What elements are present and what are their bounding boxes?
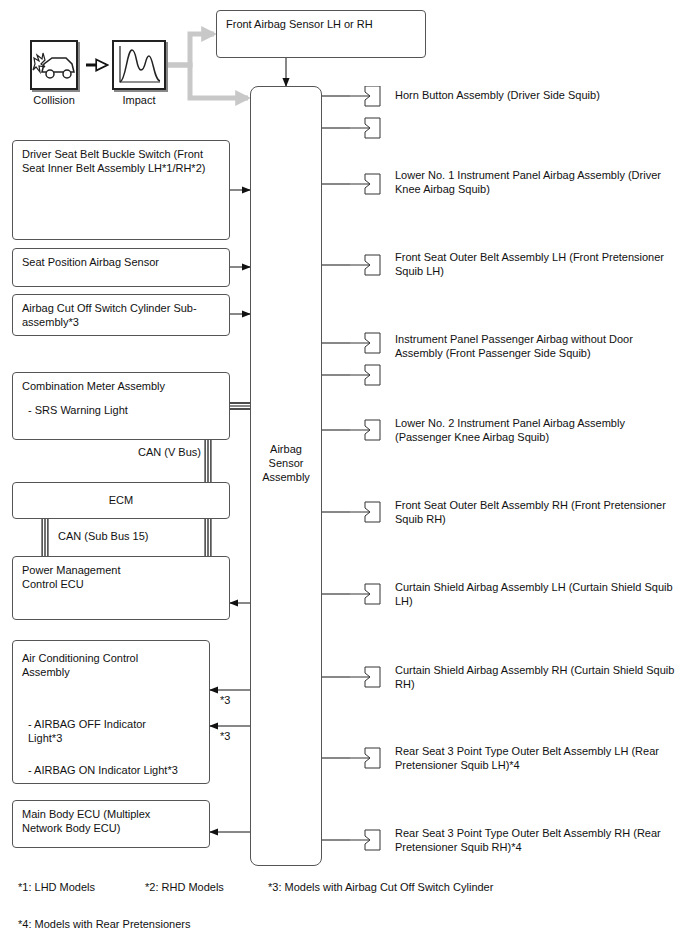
signal-line [322, 594, 350, 595]
squib-connector: Horn Button Assembly (Driver Side Squib) [350, 86, 682, 141]
node-label: Driver Seat Belt Buckle Switch (Front Se… [22, 147, 207, 175]
squib-connector: Front Seat Outer Belt Assembly RH (Front… [350, 496, 682, 530]
squib-connector: Instrument Panel Passenger Airbag withou… [350, 330, 682, 388]
signal-line [322, 343, 350, 344]
squib-symbol [350, 742, 390, 812]
component-label: Front Seat Outer Belt Assembly LH (Front… [395, 250, 682, 278]
squib-connector: Lower No. 1 Instrument Panel Airbag Asse… [350, 166, 682, 200]
signal-line [230, 267, 250, 268]
signal-line [322, 677, 350, 678]
squib-symbol [350, 414, 390, 484]
node-label: Air Conditioning Control Assembly [22, 651, 172, 679]
signal-line [322, 184, 350, 185]
squib-connector: Front Seat Outer Belt Assembly LH (Front… [350, 248, 682, 282]
squib-connector: Curtain Shield Airbag Assembly RH (Curta… [350, 661, 682, 695]
ecu-box: Air Conditioning Control Assembly - AIRBA… [12, 640, 210, 784]
node-label: Seat Position Airbag Sensor [22, 255, 220, 269]
footnote: *3: Models with Airbag Cut Off Switch Cy… [268, 880, 493, 894]
node-label: Main Body ECU (Multiplex Network Body EC… [22, 807, 172, 835]
squib-connector: Curtain Shield Airbag Assembly LH (Curta… [350, 578, 682, 612]
squib-symbol [350, 661, 390, 731]
signal-line [322, 128, 350, 129]
signal-line [210, 832, 250, 833]
impact-icon-box: Impact [112, 40, 166, 90]
signal-line [322, 430, 350, 431]
footnote: *4: Models with Rear Pretensioners [18, 917, 190, 931]
signal-line [230, 190, 250, 191]
signal-line [230, 314, 250, 315]
ecu-box: Main Body ECU (Multiplex Network Body EC… [12, 800, 210, 848]
squib-connector: Rear Seat 3 Point Type Outer Belt Assemb… [350, 824, 682, 858]
can-bus-line [45, 519, 46, 556]
squib-symbol [350, 166, 390, 236]
connector-label: CAN (V Bus) [136, 446, 203, 459]
impact-graph-icon [114, 42, 164, 88]
signal-line [322, 375, 350, 376]
component-label: Rear Seat 3 Point Type Outer Belt Assemb… [395, 826, 682, 854]
node-label: Impact [94, 93, 184, 107]
node-label: Combination Meter Assembly [22, 379, 220, 393]
component-label: Lower No. 1 Instrument Panel Airbag Asse… [395, 168, 682, 196]
node-label: ECM [22, 493, 220, 507]
switch-box: Airbag Cut Off Switch Cylinder Sub-assem… [12, 294, 230, 336]
node-label: - AIRBAG OFF Indicator Light*3 [28, 717, 178, 745]
sensor-box: Front Airbag Sensor LH or RH [216, 10, 426, 58]
impact-arrow [168, 34, 214, 65]
signal-line [230, 603, 250, 604]
signal-line [210, 726, 250, 727]
collision-icon [32, 42, 76, 88]
component-label: Front Seat Outer Belt Assembly RH (Front… [395, 498, 682, 526]
control-unit-box: Airbag Sensor Assembly [250, 86, 322, 866]
squib-connector: Lower No. 2 Instrument Panel Airbag Asse… [350, 414, 682, 448]
footnote: *2: RHD Models [145, 880, 224, 894]
squib-symbol [350, 330, 390, 400]
impact-arrow [168, 65, 248, 98]
ecu-box: Power Management Control ECU [12, 556, 230, 620]
squib-symbol [350, 578, 390, 648]
signal-line [322, 758, 350, 759]
signal-line [210, 690, 250, 691]
signal-line [286, 58, 287, 86]
node-label: Front Airbag Sensor LH or RH [226, 17, 416, 31]
component-label: Rear Seat 3 Point Type Outer Belt Assemb… [395, 744, 682, 772]
footnote: *1: LHD Models [18, 880, 95, 894]
squib-connector: Rear Seat 3 Point Type Outer Belt Assemb… [350, 742, 682, 776]
component-label: Curtain Shield Airbag Assembly RH (Curta… [395, 663, 682, 691]
node-label: Airbag Sensor Assembly [253, 442, 319, 484]
switch-box: Driver Seat Belt Buckle Switch (Front Se… [12, 140, 230, 240]
node-label: Power Management Control ECU [22, 563, 147, 591]
signal-line [86, 65, 106, 66]
signal-line [322, 265, 350, 266]
squib-symbol [350, 86, 390, 156]
squib-symbol [350, 248, 390, 318]
connector-label: *3 [218, 694, 232, 707]
squib-symbol [350, 496, 390, 566]
ecu-box: ECM [12, 482, 230, 519]
signal-line [322, 96, 350, 97]
meter-box: Combination Meter Assembly - SRS Warning … [12, 372, 230, 440]
connector-label: *3 [218, 730, 232, 743]
component-label: Instrument Panel Passenger Airbag withou… [395, 332, 682, 360]
node-label: Airbag Cut Off Switch Cylinder Sub-assem… [22, 301, 212, 329]
component-label: Lower No. 2 Instrument Panel Airbag Asse… [395, 416, 682, 444]
signal-line [322, 840, 350, 841]
collision-icon-box: Collision [30, 40, 78, 90]
node-label: - SRS Warning Light [28, 403, 220, 417]
component-label: Curtain Shield Airbag Assembly LH (Curta… [395, 580, 682, 608]
sensor-box: Seat Position Airbag Sensor [12, 248, 230, 287]
signal-line [322, 512, 350, 513]
connector-label: CAN (Sub Bus 15) [56, 530, 150, 543]
node-label: Collision [12, 93, 96, 107]
node-label: - AIRBAG ON Indicator Light*3 [28, 763, 178, 777]
component-label: Horn Button Assembly (Driver Side Squib) [395, 88, 682, 102]
